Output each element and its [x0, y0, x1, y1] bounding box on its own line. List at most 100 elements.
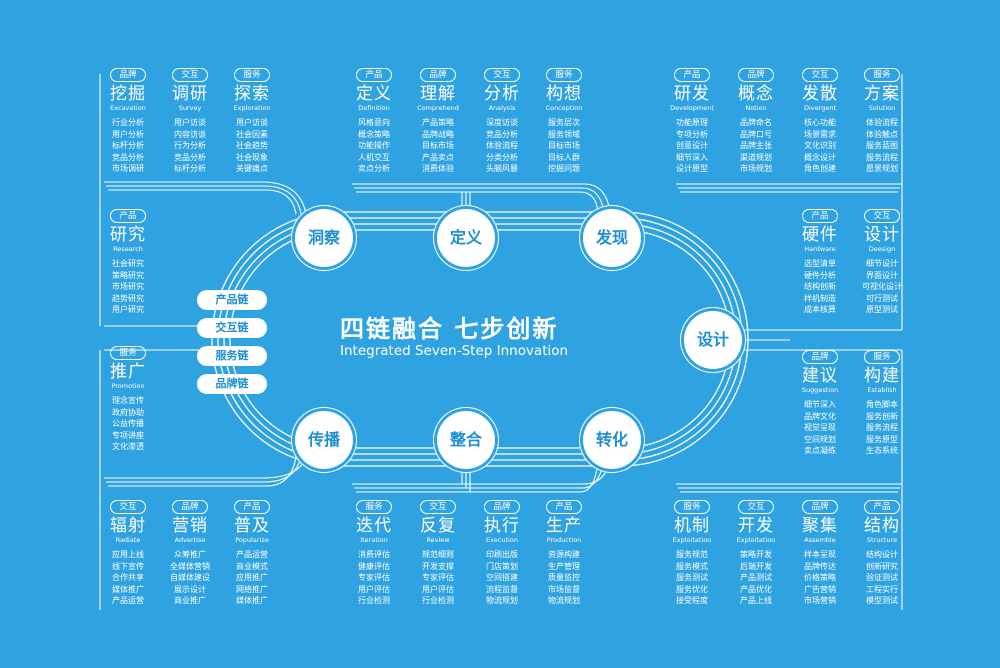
card-item: 市场研究 [112, 282, 144, 291]
card-title: 方案 [864, 84, 900, 104]
card-item-list: 社会研究策略研究市场研究趋势研究用户研究 [102, 258, 154, 316]
card-title: 生产 [546, 516, 582, 536]
card-english-title: Advertise [174, 536, 206, 544]
card-item-list: 风格意向概念策略功能操作人机交互卖点分析 [348, 117, 400, 175]
card-item: 体验触点 [866, 129, 898, 139]
card-english-title: Execution [486, 536, 518, 544]
card-item: 网络推广 [236, 584, 268, 594]
card-item: 物流规划 [486, 596, 518, 605]
card-english-title: Popularize [235, 536, 269, 544]
card-item: 商业推广 [174, 596, 206, 605]
card-item-list: 行业分析用户分析标杆分析竞品分析市场调研 [102, 117, 154, 175]
card-item: 服务层次 [548, 118, 580, 127]
card-item: 生态系统 [866, 446, 898, 455]
center-title: 四链融合 七步创新 [340, 315, 559, 343]
card-item-list: 功能原理专项分析创意设计细节深入设计原型 [666, 117, 718, 175]
step-node-spread[interactable]: 传播 [295, 411, 353, 469]
card-item: 可视化设计 [862, 282, 902, 291]
card-item: 样机制造 [804, 293, 836, 303]
card-item: 结构创新 [804, 282, 836, 291]
card-item: 消费评估 [358, 550, 390, 559]
card-item: 细节深入 [804, 400, 836, 409]
card-item: 策略开发 [740, 550, 772, 559]
card-english-title: Analysis [488, 104, 516, 112]
card-item: 目标市场 [422, 141, 454, 150]
step-node-design[interactable]: 设计 [684, 311, 742, 369]
card-item: 成本核算 [804, 305, 836, 314]
category-tag: 服务 [234, 68, 270, 82]
card-item-list: 消费评估健康评估专家评估用户评估行业检测 [348, 549, 400, 607]
card-item: 用户访谈 [236, 118, 268, 127]
card-item: 开发支撑 [422, 561, 454, 571]
card-item: 深度访谈 [486, 118, 518, 127]
category-tag: 品牌 [172, 500, 208, 514]
card-item: 内容访谈 [174, 129, 206, 139]
step-node-discover[interactable]: 发现 [583, 209, 641, 267]
card-item: 趋势研究 [112, 293, 144, 303]
card-item-list: 理念宣传政府协助公益传播专项讲座文化渗透 [102, 395, 154, 453]
card-item: 专项分析 [676, 129, 708, 139]
card-item: 挖掘问题 [548, 164, 580, 173]
card-item: 品牌文化 [804, 411, 836, 421]
category-tag: 产品 [802, 209, 838, 223]
card-item: 市场监督 [548, 584, 580, 594]
step-node-define[interactable]: 定义 [437, 209, 495, 267]
card-item: 角色创建 [804, 164, 836, 173]
card-title: 机制 [674, 516, 710, 536]
card-item: 产品优化 [740, 584, 772, 594]
card-item: 功能操作 [358, 141, 390, 150]
card-english-title: Deesign [868, 245, 896, 253]
card-item: 应用推广 [236, 573, 268, 582]
category-tag: 品牌 [110, 68, 146, 82]
chain-label-product: 产品链 [197, 290, 267, 310]
card-item: 政府协助 [112, 407, 144, 417]
card-title: 聚集 [802, 516, 838, 536]
category-tag: 产品 [356, 68, 392, 82]
card-item: 自媒体建设 [170, 573, 210, 582]
card-item: 空间搭建 [486, 573, 518, 582]
card-title: 构建 [864, 366, 900, 386]
card-item: 生产管理 [548, 561, 580, 571]
card-english-title: Excavation [110, 104, 146, 112]
card-title: 迭代 [356, 516, 392, 536]
card-title: 理解 [420, 84, 456, 104]
step-node-insight[interactable]: 洞察 [295, 209, 353, 267]
category-tag: 产品 [110, 209, 146, 223]
category-tag: 产品 [674, 68, 710, 82]
card-item-list: 核心功能场景需求文化识别概念设计角色创建 [794, 117, 846, 175]
card-item: 可行测试 [866, 293, 898, 303]
card-title: 调研 [172, 84, 208, 104]
step-node-transform[interactable]: 转化 [583, 411, 641, 469]
card-title: 构想 [546, 84, 582, 104]
card-item-list: 产品运营商业模式应用推广网络推广媒体推广 [226, 549, 278, 607]
card-english-title: Promotion [111, 382, 145, 390]
card-item-list: 体验流程体验触点服务蓝图服务流程愿景规划 [856, 117, 908, 175]
card-item-list: 印刷出版门店策划空间搭建流程监督物流规划 [476, 549, 528, 607]
card-title: 普及 [234, 516, 270, 536]
card-title: 辐射 [110, 516, 146, 536]
card-item: 行业检测 [358, 596, 390, 605]
card-english-title: Exploration [233, 104, 271, 112]
card-title: 结构 [864, 516, 900, 536]
step-node-integrate[interactable]: 整合 [437, 411, 495, 469]
card-item: 展示设计 [174, 584, 206, 594]
card-title: 开发 [738, 516, 774, 536]
category-tag: 品牌 [484, 500, 520, 514]
card-item: 概念设计 [804, 152, 836, 162]
category-tag: 品牌 [802, 500, 838, 514]
chain-label-brand: 品牌链 [197, 374, 267, 394]
card-item: 物流规划 [548, 596, 580, 605]
card-item: 服务流程 [866, 152, 898, 162]
card-item: 专家评估 [422, 573, 454, 582]
